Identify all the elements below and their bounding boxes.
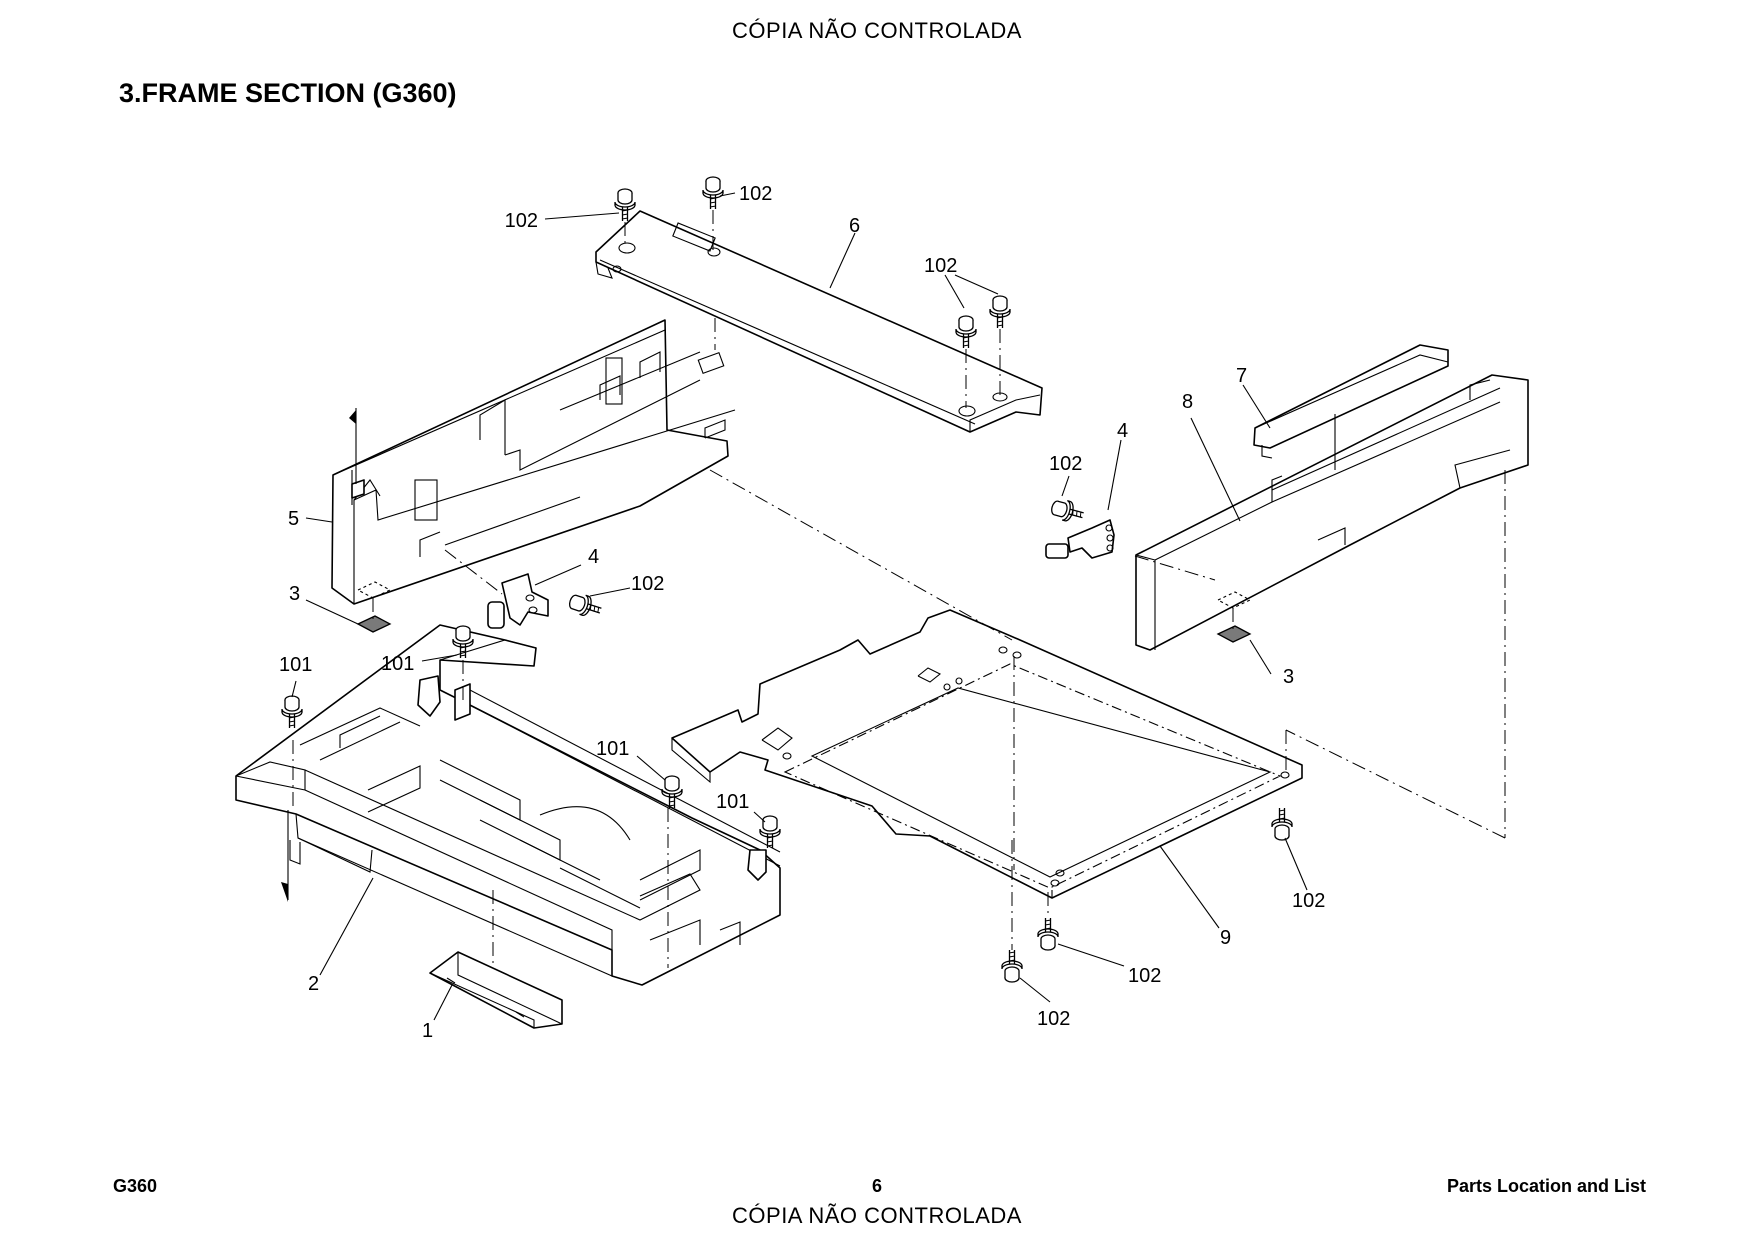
callout-3-left: 3 <box>289 583 300 605</box>
screw-102-top-left <box>614 188 636 222</box>
callout-101-right: 101 <box>716 791 749 813</box>
callout-102-top-right: 102 <box>924 255 957 277</box>
callout-102-left-bracket: 102 <box>631 573 664 595</box>
screw-102-left-bracket <box>566 590 605 621</box>
callout-101-left: 101 <box>381 653 414 675</box>
screw-101-mid <box>661 775 683 809</box>
watermark-top: CÓPIA NÃO CONTROLADA <box>732 18 1022 43</box>
part-4-left-bracket <box>487 573 549 629</box>
screw-102-base-bottom-b <box>1001 949 1023 983</box>
callout-9: 9 <box>1220 927 1231 949</box>
part-3-left-pad <box>356 615 392 633</box>
callout-102-base-bottom: 102 <box>1037 1008 1070 1030</box>
callout-3-right: 3 <box>1283 666 1294 688</box>
screw-102-base-right <box>1271 807 1293 841</box>
callout-5: 5 <box>288 508 299 530</box>
callout-102-top-left: 102 <box>505 210 538 232</box>
screw-102-top-right-a <box>955 315 977 349</box>
callout-101-far-left: 101 <box>279 654 312 676</box>
callout-102-top-mid: 102 <box>739 183 772 205</box>
part-2-lower-tray <box>235 624 781 986</box>
callout-4-right: 4 <box>1117 420 1128 442</box>
callout-7: 7 <box>1236 365 1247 387</box>
part-8-right-frame <box>1135 374 1529 651</box>
callout-101-mid: 101 <box>596 738 629 760</box>
callout-4-left: 4 <box>588 546 599 568</box>
watermark-bottom: CÓPIA NÃO CONTROLADA <box>732 1203 1022 1228</box>
callout-102-base-bottom-right: 102 <box>1128 965 1161 987</box>
screw-102-right-bracket <box>1048 496 1087 526</box>
part-5-left-frame <box>331 319 736 605</box>
section-title: 3.FRAME SECTION (G360) <box>119 78 457 108</box>
part-9-base-plate <box>671 609 1303 899</box>
callout-1: 1 <box>422 1020 433 1042</box>
footer-model: G360 <box>113 1176 158 1196</box>
screw-102-top-right-b <box>989 295 1011 329</box>
callout-8: 8 <box>1182 391 1193 413</box>
screw-102-top-mid <box>702 176 724 210</box>
part-3-right-pad <box>1216 625 1252 643</box>
part-6-top-plate <box>595 210 1043 433</box>
screw-102-base-bottom-a <box>1037 917 1059 951</box>
part-4-right-bracket <box>1045 519 1115 559</box>
footer-page-number: 6 <box>871 1176 882 1196</box>
part-7-cover <box>1253 344 1449 459</box>
part-1-bracket <box>429 951 563 1029</box>
footer-section-name: Parts Location and List <box>1446 1176 1646 1196</box>
callout-6: 6 <box>849 215 860 237</box>
callout-102-right-bracket: 102 <box>1049 453 1082 475</box>
callout-2: 2 <box>308 973 319 995</box>
screw-101-far-left <box>281 695 303 729</box>
callout-102-base-right: 102 <box>1292 890 1325 912</box>
